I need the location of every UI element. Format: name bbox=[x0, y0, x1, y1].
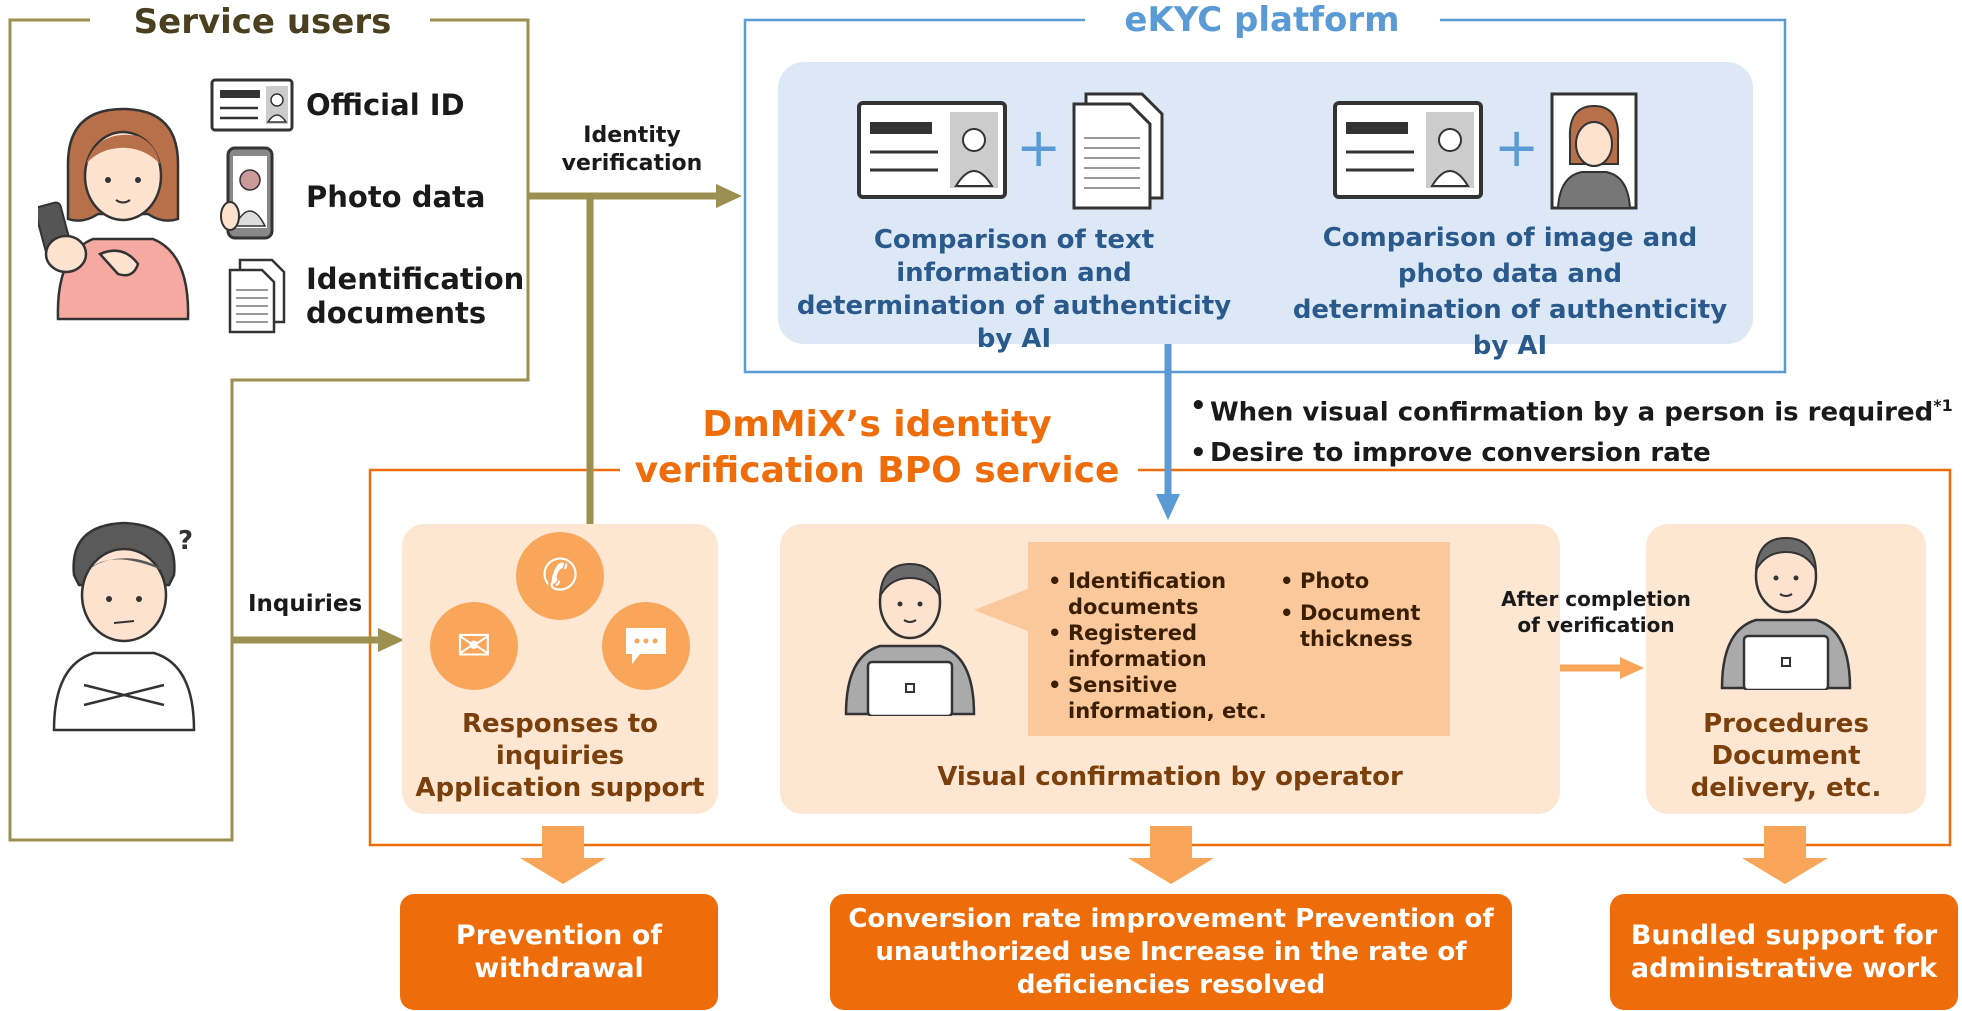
after-arrowhead bbox=[1620, 657, 1644, 679]
conditions-list: When visual confirmation by a person is … bbox=[1190, 386, 1953, 473]
portrait-photo-icon bbox=[1550, 92, 1638, 210]
outcome-arrow-1 bbox=[520, 826, 606, 884]
id-card-left-icon bbox=[857, 101, 1007, 199]
photo-data-label: Photo data bbox=[306, 180, 486, 214]
document-stack-icon bbox=[1072, 92, 1164, 210]
ekyc-inner-panel bbox=[778, 62, 1753, 344]
id-card-right-icon bbox=[1333, 101, 1483, 199]
ekyc-frame bbox=[743, 18, 1787, 374]
chat-icon bbox=[602, 602, 690, 690]
outcome-arrow-2 bbox=[1128, 826, 1214, 884]
phone-icon: ✆ bbox=[516, 532, 604, 620]
blue-down-arrowhead bbox=[1156, 494, 1180, 520]
identity-arrowhead bbox=[716, 184, 742, 208]
check-items-left: Identification documents Registered info… bbox=[1048, 568, 1268, 724]
outcome-withdrawal: Prevention of withdrawal bbox=[400, 894, 718, 1010]
procedures-caption: Procedures Document delivery, etc. bbox=[1690, 709, 1882, 803]
identification-documents-label: Identification documents bbox=[306, 262, 525, 330]
woman-with-phone-icon bbox=[38, 107, 190, 321]
outcome-arrow-3 bbox=[1742, 826, 1828, 884]
footnote-marker: *1 bbox=[1933, 396, 1953, 415]
svg-text:?: ? bbox=[178, 526, 193, 556]
official-id-icon bbox=[210, 78, 294, 132]
check-item: Registered information bbox=[1048, 620, 1268, 672]
ekyc-title: eKYC platform bbox=[1124, 0, 1400, 40]
inquiries-label: Inquiries bbox=[248, 591, 363, 617]
phone-photo-icon bbox=[220, 146, 274, 240]
documents-icon bbox=[228, 258, 286, 334]
check-items-right: Photo Document thickness bbox=[1280, 568, 1440, 652]
identity-verification-label: Identity verification bbox=[561, 123, 703, 176]
confused-user-icon: ? bbox=[52, 521, 196, 732]
check-item: Sensitive information, etc. bbox=[1048, 672, 1268, 724]
service-users-frame bbox=[8, 18, 530, 842]
service-users-title: Service users bbox=[133, 2, 392, 42]
check-item: Identification documents bbox=[1048, 568, 1268, 620]
check-item: Photo bbox=[1280, 568, 1440, 594]
plus-right-icon: + bbox=[1494, 116, 1540, 179]
ekyc-right-caption: Comparison of image and photo data and d… bbox=[1292, 223, 1728, 361]
mail-icon: ✉ bbox=[430, 602, 518, 690]
condition-item-1: When visual confirmation by a person is … bbox=[1190, 386, 1953, 433]
visual-caption: Visual confirmation by operator bbox=[937, 762, 1403, 792]
bpo-title: DmMiX’s identity verification BPO servic… bbox=[634, 404, 1120, 491]
condition-item-2: Desire to improve conversion rate bbox=[1190, 433, 1953, 473]
check-item: Document thickness bbox=[1280, 600, 1440, 652]
speech-bubble-pointer bbox=[974, 588, 1030, 632]
after-completion-label: After completion of verification bbox=[1501, 587, 1691, 637]
official-id-label: Official ID bbox=[306, 88, 465, 122]
operator-icon bbox=[844, 562, 976, 716]
inquiries-arrowhead bbox=[378, 628, 404, 652]
outcome-admin: Bundled support for administrative work bbox=[1610, 894, 1958, 1010]
ekyc-left-caption: Comparison of text information and deter… bbox=[796, 225, 1232, 354]
plus-left-icon: + bbox=[1016, 116, 1062, 179]
outcome-conversion: Conversion rate improvement Prevention o… bbox=[830, 894, 1512, 1010]
support-caption: Responses to inquiries Application suppo… bbox=[415, 709, 705, 803]
staff-icon bbox=[1720, 536, 1852, 690]
